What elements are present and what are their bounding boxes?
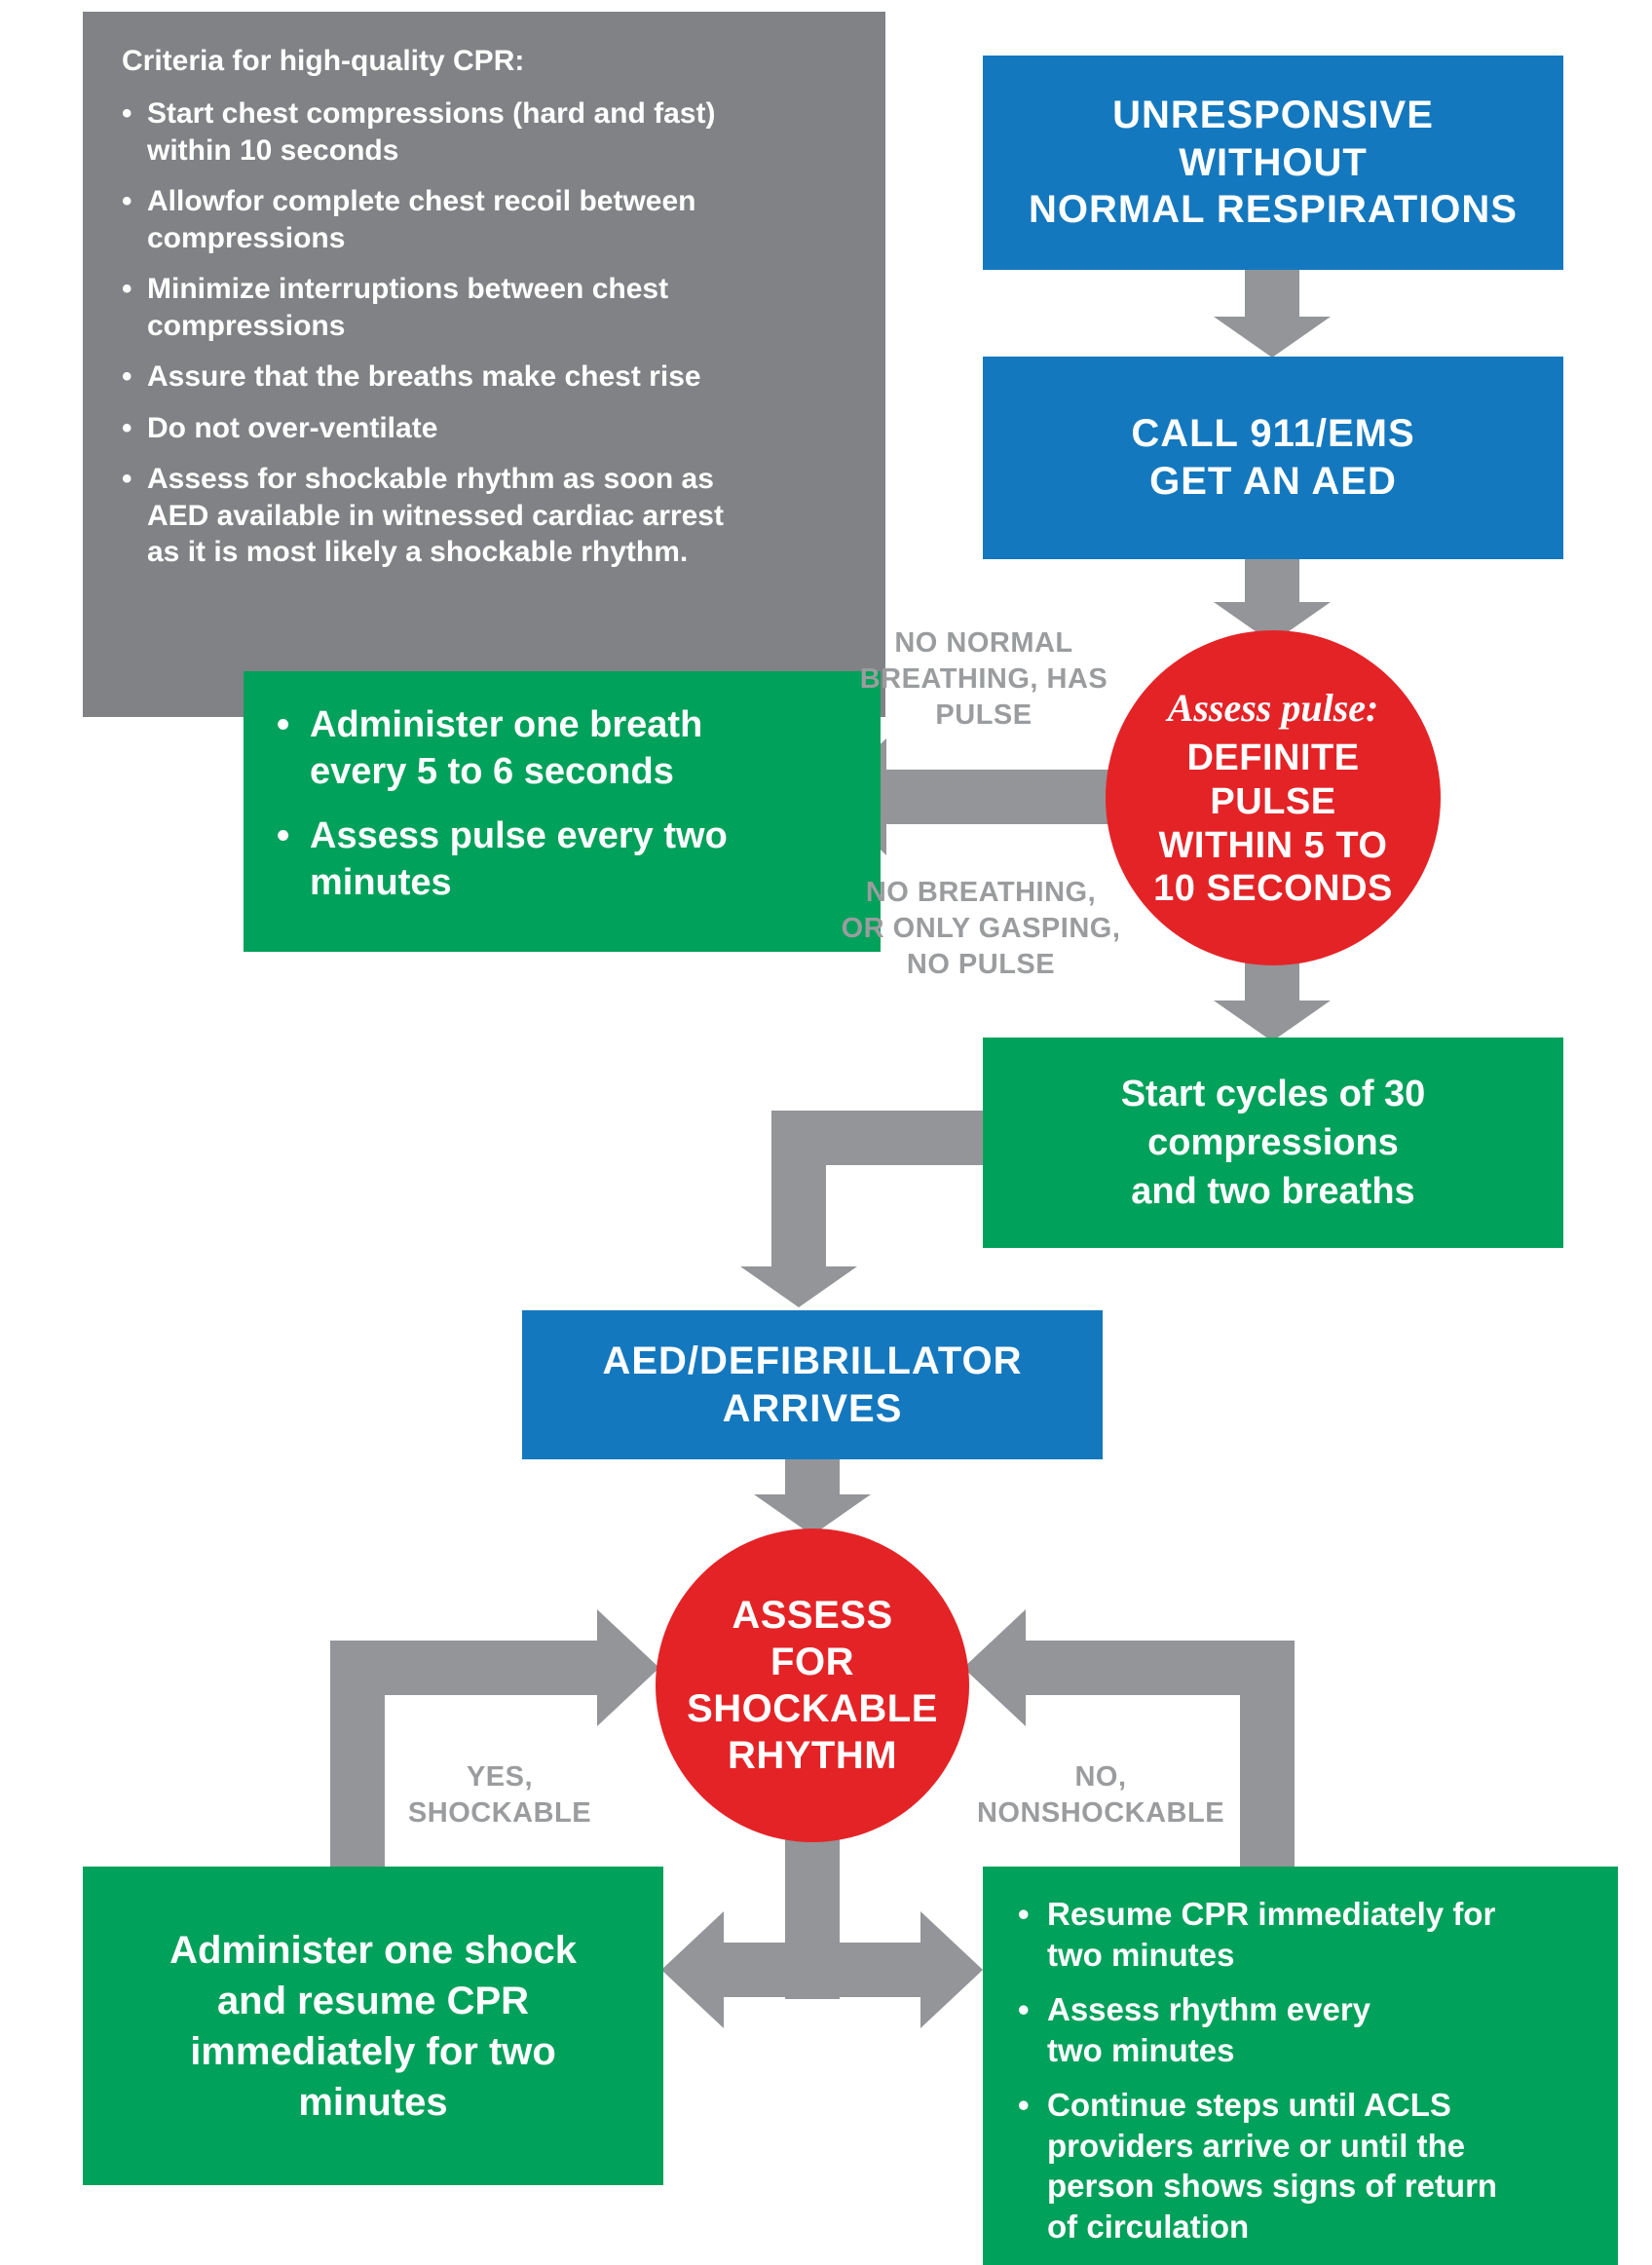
node-start-cycles-text: Start cycles of 30 compressions and two …	[1120, 1073, 1426, 1213]
node-administer-shock: Administer one shock and resume CPR imme…	[83, 1867, 663, 2185]
arrow-call-to-assess-pulse-shaft	[1245, 557, 1299, 604]
arrow-pulse-to-breaths-shaft	[884, 770, 1110, 824]
node-unresponsive: UNRESPONSIVE WITHOUT NORMAL RESPIRATIONS	[983, 56, 1563, 270]
node-unresponsive-text: UNRESPONSIVE WITHOUT NORMAL RESPIRATIONS	[1029, 93, 1518, 232]
arrow-cycles-to-aed-vshaft	[771, 1111, 826, 1266]
assess-pulse-body: DEFINITE PULSE WITHIN 5 TO 10 SECONDS	[1153, 736, 1393, 910]
arrow-unresponsive-to-call-shaft	[1245, 268, 1299, 319]
edge-label-yes-shockable: YES, SHOCKABLE	[407, 1761, 592, 1830]
node-aed-arrives-text: AED/DEFIBRILLATOR ARRIVES	[602, 1339, 1023, 1430]
rescue-breathing-item: Assess pulse every two minutes	[277, 813, 857, 907]
arrow-cycles-to-aed-head	[740, 1266, 857, 1307]
node-rescue-breathing: Administer one breath every 5 to 6 secon…	[244, 671, 881, 952]
assess-pulse-prefix: Assess pulse:	[1167, 685, 1379, 730]
edge-label-no-nonshockable: NO, NONSHOCKABLE	[976, 1761, 1225, 1830]
criteria-title: Criteria for high-quality CPR:	[122, 45, 525, 77]
node-assess-pulse: Assess pulse: DEFINITE PULSE WITHIN 5 TO…	[1106, 630, 1441, 965]
criteria-item: Allowfor complete chest recoil between c…	[122, 183, 846, 256]
nonshockable-item: Continue steps until ACLS providers arri…	[1018, 2085, 1598, 2246]
rescue-breathing-item: Administer one breath every 5 to 6 secon…	[277, 702, 857, 796]
node-aed-arrives: AED/DEFIBRILLATOR ARRIVES	[522, 1310, 1103, 1459]
arrow-pulse-to-cycles-shaft	[1245, 962, 1299, 1002]
nonshockable-item: Resume CPR immediately for two minutes	[1018, 1894, 1598, 1975]
nonshockable-item: Assess rhythm every two minutes	[1018, 1989, 1598, 2070]
node-assess-rhythm-text: ASSESS FOR SHOCKABLE RHYTHM	[687, 1594, 938, 1777]
arrow-shock-loop-hshaft	[330, 1641, 601, 1695]
edge-label-no-normal-breathing: NO NORMAL BREATHING, HAS PULSE	[859, 627, 1108, 732]
arrow-shock-loop-head	[597, 1609, 659, 1726]
criteria-item: Minimize interruptions between chest com…	[122, 271, 846, 344]
criteria-item: Do not over-ventilate	[122, 410, 846, 447]
criteria-box: Criteria for high-quality CPR: Start che…	[83, 12, 885, 717]
arrow-rhythm-split-bar	[724, 1943, 920, 1997]
arrow-rhythm-to-cpr-head	[920, 1911, 983, 2028]
node-call-ems: CALL 911/EMS GET AN AED	[983, 357, 1563, 559]
node-nonshockable-actions: Resume CPR immediately for two minutes A…	[983, 1867, 1618, 2265]
arrow-unresponsive-to-call-head	[1214, 317, 1331, 358]
criteria-item: Assure that the breaths make chest rise	[122, 359, 846, 396]
node-call-ems-text: CALL 911/EMS GET AN AED	[1131, 412, 1415, 503]
arrow-pulse-to-cycles-head	[1214, 1000, 1331, 1041]
node-administer-shock-text: Administer one shock and resume CPR imme…	[169, 1928, 577, 2124]
criteria-item: Start chest compressions (hard and fast)…	[122, 95, 846, 169]
arrow-cpr-loop-head	[963, 1609, 1026, 1726]
criteria-item: Assess for shockable rhythm as soon as A…	[122, 461, 846, 571]
node-start-cycles: Start cycles of 30 compressions and two …	[983, 1038, 1563, 1248]
arrow-aed-to-rhythm-shaft	[785, 1457, 840, 1496]
edge-label-no-breathing: NO BREATHING, OR ONLY GASPING, NO PULSE	[841, 877, 1121, 981]
node-assess-rhythm: ASSESS FOR SHOCKABLE RHYTHM	[656, 1529, 969, 1842]
arrow-rhythm-to-shock-head	[661, 1911, 724, 2028]
arrow-cpr-loop-hshaft	[1024, 1641, 1295, 1695]
